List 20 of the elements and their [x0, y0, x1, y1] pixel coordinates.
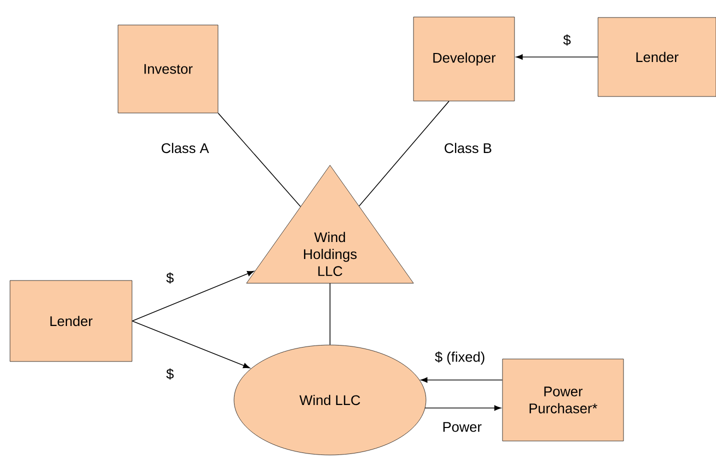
edge-label: Power: [441, 421, 483, 433]
entity-box: Investor: [118, 24, 218, 114]
holding-triangle: Wind Holdings LLC: [246, 165, 414, 284]
edge-label: $: [165, 271, 175, 285]
connector: [358, 100, 450, 206]
edge-label: Class B: [442, 142, 494, 154]
connector: [424, 405, 502, 411]
edge-label: $ (fixed): [434, 350, 486, 366]
entity-box: Power Purchaser*: [502, 358, 624, 442]
edge-label: $: [562, 33, 572, 47]
connector: [420, 377, 503, 383]
connector: [218, 112, 301, 207]
entity-box: Lender: [598, 17, 716, 97]
entity-box: Developer: [413, 16, 515, 102]
entity-box: Lender: [10, 280, 132, 362]
connector: [132, 320, 250, 368]
edge-label: Class A: [160, 142, 210, 154]
connector: [132, 270, 254, 322]
edge-label: $: [165, 367, 175, 381]
connector: [516, 54, 598, 60]
